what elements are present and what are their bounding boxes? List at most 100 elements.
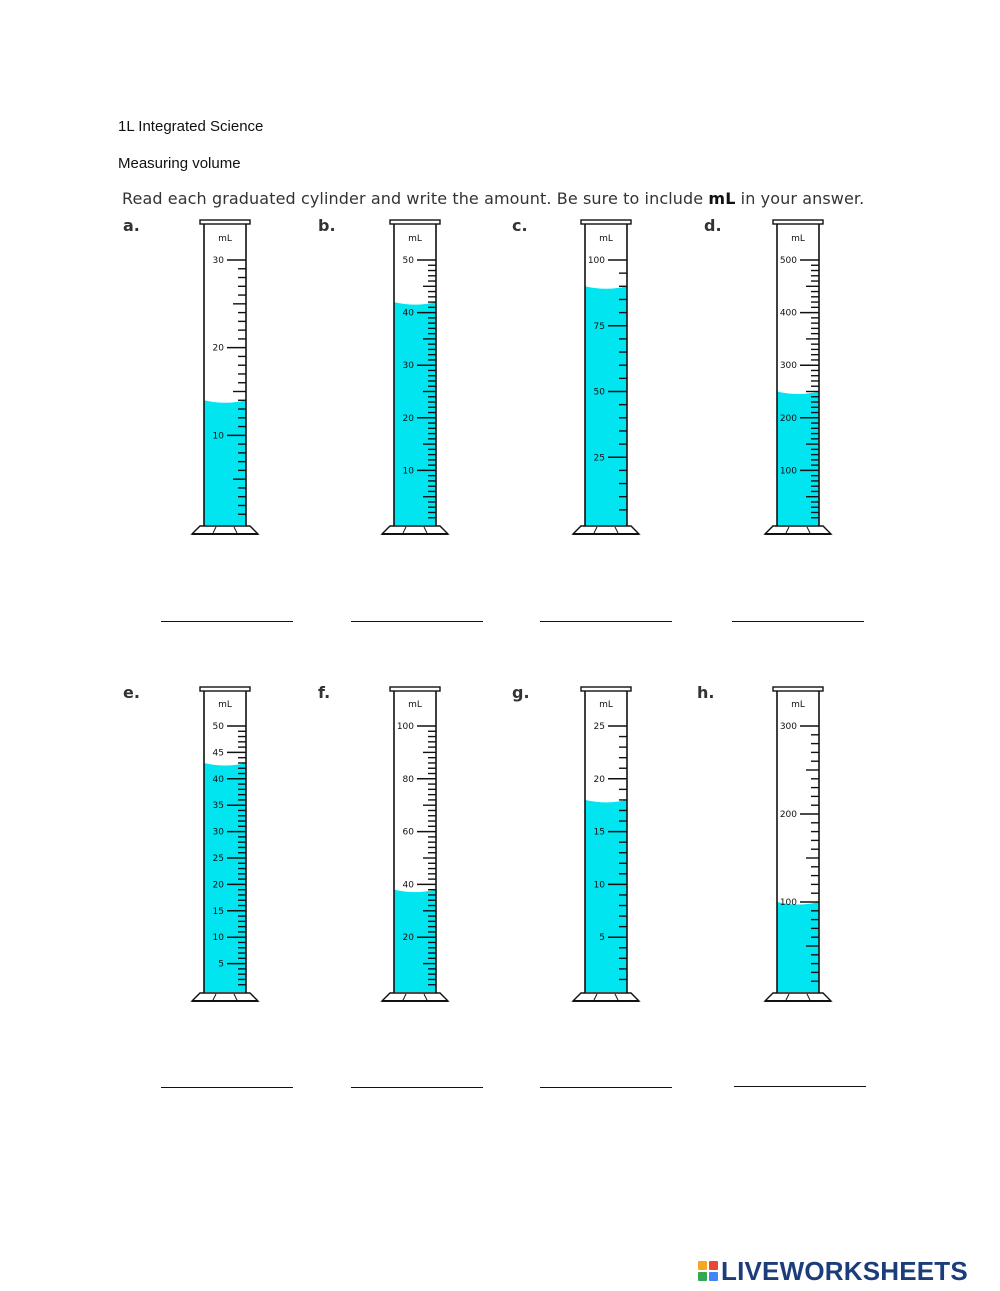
cylinder-base — [190, 992, 260, 1002]
answer-field-c[interactable] — [540, 597, 672, 622]
scale-label: 400 — [780, 309, 797, 319]
scale-label: 300 — [780, 722, 797, 732]
scale-label: 15 — [594, 828, 605, 838]
cylinder-base-foot — [233, 526, 238, 534]
answer-field-g[interactable] — [540, 1063, 672, 1088]
scale-label: 60 — [403, 828, 415, 838]
cylinder-base-foot — [233, 993, 238, 1001]
logo-block — [709, 1261, 718, 1270]
scale-label: 500 — [780, 256, 797, 266]
unit-label: mL — [599, 234, 613, 244]
logo-block — [698, 1272, 707, 1281]
scale-label: 75 — [594, 322, 605, 332]
scale-label: 30 — [213, 828, 225, 838]
scale-label: 10 — [403, 466, 415, 476]
scale-label: 100 — [397, 722, 414, 732]
course-title: 1L Integrated Science — [118, 118, 264, 135]
cylinder-lip — [389, 686, 441, 692]
scale-label: 300 — [780, 361, 797, 371]
instructions-text-end: in your answer. — [735, 189, 865, 208]
cylinder-base-foot — [614, 993, 619, 1001]
cylinder-base — [190, 525, 260, 535]
unit-label: mL — [599, 700, 613, 710]
unit-label: mL — [408, 234, 422, 244]
logo-block — [709, 1272, 718, 1281]
cylinder-base-foot — [402, 526, 407, 534]
cylinder-base — [380, 525, 450, 535]
cylinder-base-foot — [785, 993, 790, 1001]
scale-label: 80 — [403, 775, 415, 785]
cylinder-letter: h. — [697, 683, 715, 702]
answer-field-e[interactable] — [161, 1063, 293, 1088]
scale-label: 20 — [403, 933, 415, 943]
scale-label: 20 — [213, 344, 225, 354]
liquid-fill — [777, 391, 819, 525]
cylinder-letter: b. — [318, 216, 336, 235]
scale-label: 45 — [213, 748, 224, 758]
cylinder-lip — [199, 686, 251, 692]
answer-field-h[interactable] — [734, 1062, 866, 1087]
logo-text: LIVEWORKSHEETS — [721, 1256, 968, 1286]
cylinder-lip — [772, 686, 824, 692]
scale-label: 20 — [594, 775, 606, 785]
scale-label: 25 — [594, 453, 605, 463]
scale-label: 35 — [213, 801, 224, 811]
cylinder-lip — [772, 219, 824, 225]
cylinder-lip — [580, 686, 632, 692]
scale-label: 50 — [403, 256, 415, 266]
logo-blocks-icon — [698, 1261, 718, 1281]
cylinder-base-foot — [402, 993, 407, 1001]
liquid-fill — [585, 799, 627, 992]
instructions-unit: mL — [708, 189, 736, 208]
cylinder-letter: d. — [704, 216, 722, 235]
unit-label: mL — [408, 700, 422, 710]
unit-label: mL — [791, 700, 805, 710]
liveworksheets-logo: LIVEWORKSHEETS — [698, 1256, 968, 1286]
cylinder-letter: e. — [123, 683, 140, 702]
scale-label: 30 — [403, 361, 415, 371]
scale-label: 20 — [213, 880, 225, 890]
cylinder-base-foot — [785, 526, 790, 534]
cylinder-base — [571, 525, 641, 535]
instructions: Read each graduated cylinder and write t… — [122, 189, 864, 208]
cylinder-lip — [580, 219, 632, 225]
cylinder-lip — [389, 219, 441, 225]
answer-field-a[interactable] — [161, 597, 293, 622]
cylinder-base-foot — [212, 993, 217, 1001]
cylinder-base — [763, 525, 833, 535]
scale-label: 200 — [780, 810, 797, 820]
cylinder-lip — [199, 219, 251, 225]
cylinder-base-foot — [614, 526, 619, 534]
cylinder-letter: g. — [512, 683, 530, 702]
cylinder-base-foot — [593, 526, 598, 534]
cylinders-layer: mL 30 20 10 mL 50 40 30 20 10 mL 100 75 50 25 mL 500 400 3… — [190, 219, 833, 1002]
cylinder-letter: c. — [512, 216, 528, 235]
cylinder-base-foot — [806, 526, 811, 534]
cylinder-base-foot — [806, 993, 811, 1001]
cylinder-letter: a. — [123, 216, 140, 235]
liquid-fill — [394, 889, 436, 992]
scale-label: 40 — [403, 880, 415, 890]
answer-field-b[interactable] — [351, 597, 483, 622]
answer-field-f[interactable] — [351, 1063, 483, 1088]
scale-label: 40 — [403, 309, 415, 319]
scale-label: 10 — [213, 431, 225, 441]
unit-label: mL — [791, 234, 805, 244]
scale-label: 5 — [218, 960, 224, 970]
scale-label: 15 — [213, 907, 224, 917]
cylinder-base-foot — [593, 993, 598, 1001]
liquid-fill — [585, 286, 627, 525]
liquid-fill — [777, 902, 819, 992]
cylinder-base-foot — [423, 526, 428, 534]
scale-label: 50 — [213, 722, 225, 732]
cylinder-letter: f. — [318, 683, 331, 702]
scale-label: 20 — [403, 414, 415, 424]
answer-field-d[interactable] — [732, 597, 864, 622]
cylinder-base — [380, 992, 450, 1002]
scale-label: 40 — [213, 775, 225, 785]
scale-label: 25 — [213, 854, 224, 864]
instructions-text: Read each graduated cylinder and write t… — [122, 189, 709, 208]
scale-label: 100 — [780, 466, 797, 476]
scale-label: 5 — [599, 933, 605, 943]
